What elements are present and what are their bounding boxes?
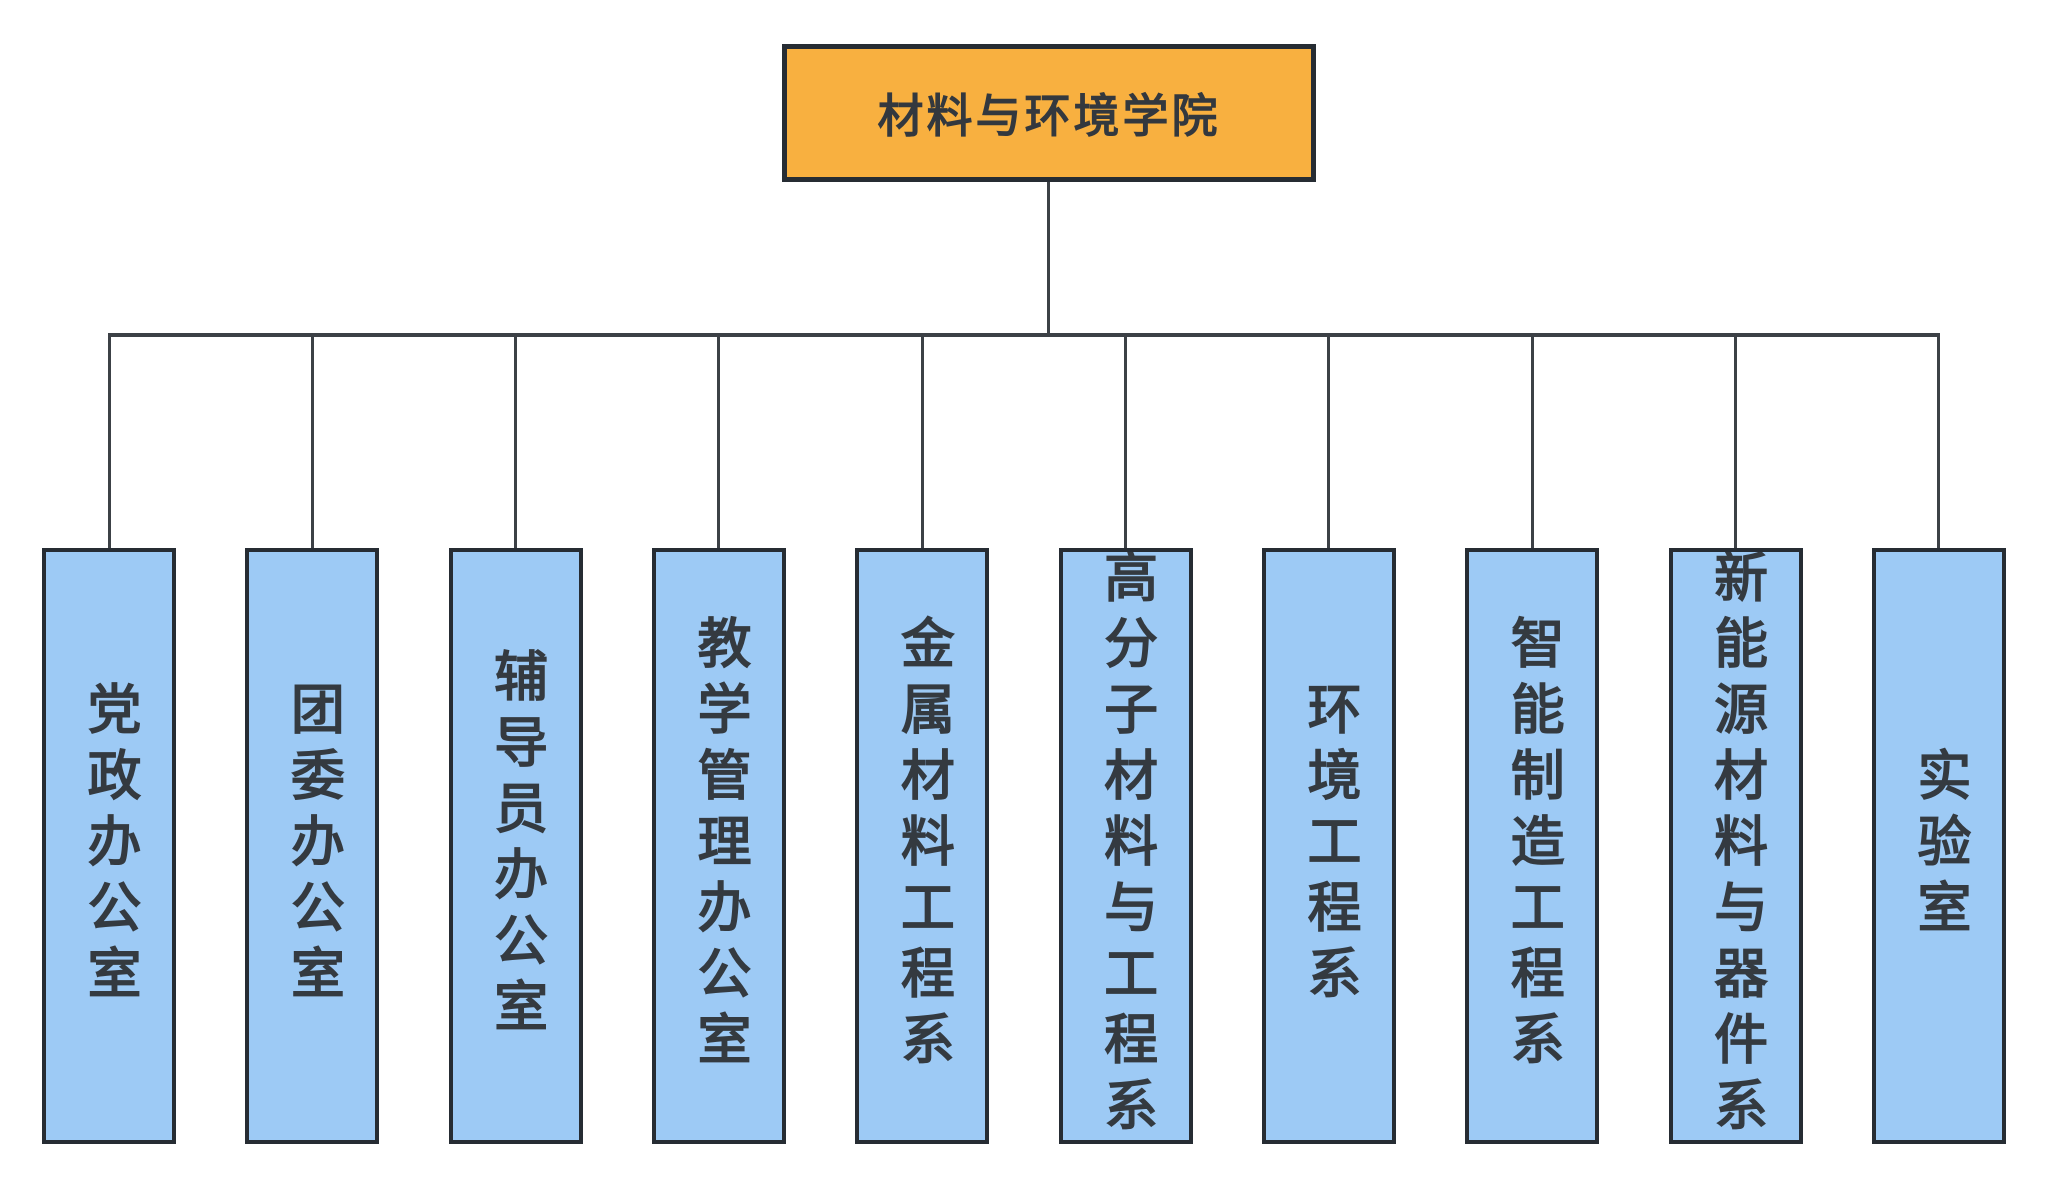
department-column: 党政办公室: [42, 337, 176, 1144]
department-column: 新能源材料与器件系: [1668, 337, 1803, 1144]
department-column: 团委办公室: [245, 337, 380, 1144]
department-column: 辅导员办公室: [448, 337, 583, 1144]
department-node: 实验室: [1871, 548, 2006, 1144]
department-node: 团委办公室: [245, 548, 380, 1144]
department-column: 高分子材料与工程系: [1058, 337, 1193, 1144]
department-node: 高分子材料与工程系: [1058, 548, 1193, 1144]
connector-drop-line: [1124, 337, 1128, 548]
connector-drop-line: [1530, 337, 1534, 548]
root-node: 材料与环境学院: [782, 44, 1316, 182]
department-column: 环境工程系: [1261, 337, 1396, 1144]
department-column: 智能制造工程系: [1465, 337, 1600, 1144]
department-label: 辅导员办公室: [485, 648, 546, 1044]
connector-drop-line: [1937, 337, 1941, 548]
department-column: 教学管理办公室: [651, 337, 786, 1144]
department-label: 党政办公室: [79, 681, 139, 1011]
connector-drop-line: [107, 337, 111, 548]
department-label: 新能源材料与器件系: [1705, 549, 1766, 1143]
department-label: 环境工程系: [1298, 681, 1359, 1011]
department-label: 智能制造工程系: [1502, 615, 1563, 1077]
connector-drop-line: [1327, 337, 1331, 548]
department-node: 智能制造工程系: [1465, 548, 1600, 1144]
department-node: 党政办公室: [42, 548, 176, 1144]
department-column: 金属材料工程系: [855, 337, 990, 1144]
department-label: 高分子材料与工程系: [1095, 549, 1156, 1143]
connector-root-vertical: [1047, 182, 1050, 334]
department-label: 金属材料工程系: [892, 615, 953, 1077]
department-column: 实验室: [1871, 337, 2006, 1144]
department-label: 实验室: [1908, 747, 1969, 945]
department-node: 金属材料工程系: [855, 548, 990, 1144]
department-label: 团委办公室: [282, 681, 343, 1011]
department-node: 辅导员办公室: [448, 548, 583, 1144]
department-node: 新能源材料与器件系: [1668, 548, 1803, 1144]
connector-drop-line: [310, 337, 314, 548]
connector-drop-line: [717, 337, 721, 548]
connector-drop-line: [1734, 337, 1738, 548]
connector-drop-line: [920, 337, 924, 548]
department-node: 教学管理办公室: [651, 548, 786, 1144]
department-label: 教学管理办公室: [688, 615, 749, 1077]
department-node: 环境工程系: [1261, 548, 1396, 1144]
connector-horizontal-trunk: [108, 333, 1940, 337]
connector-drop-line: [514, 337, 518, 548]
department-row: 党政办公室 团委办公室 辅导员办公室 教学管理办公室 金属材料工: [42, 337, 2006, 1144]
